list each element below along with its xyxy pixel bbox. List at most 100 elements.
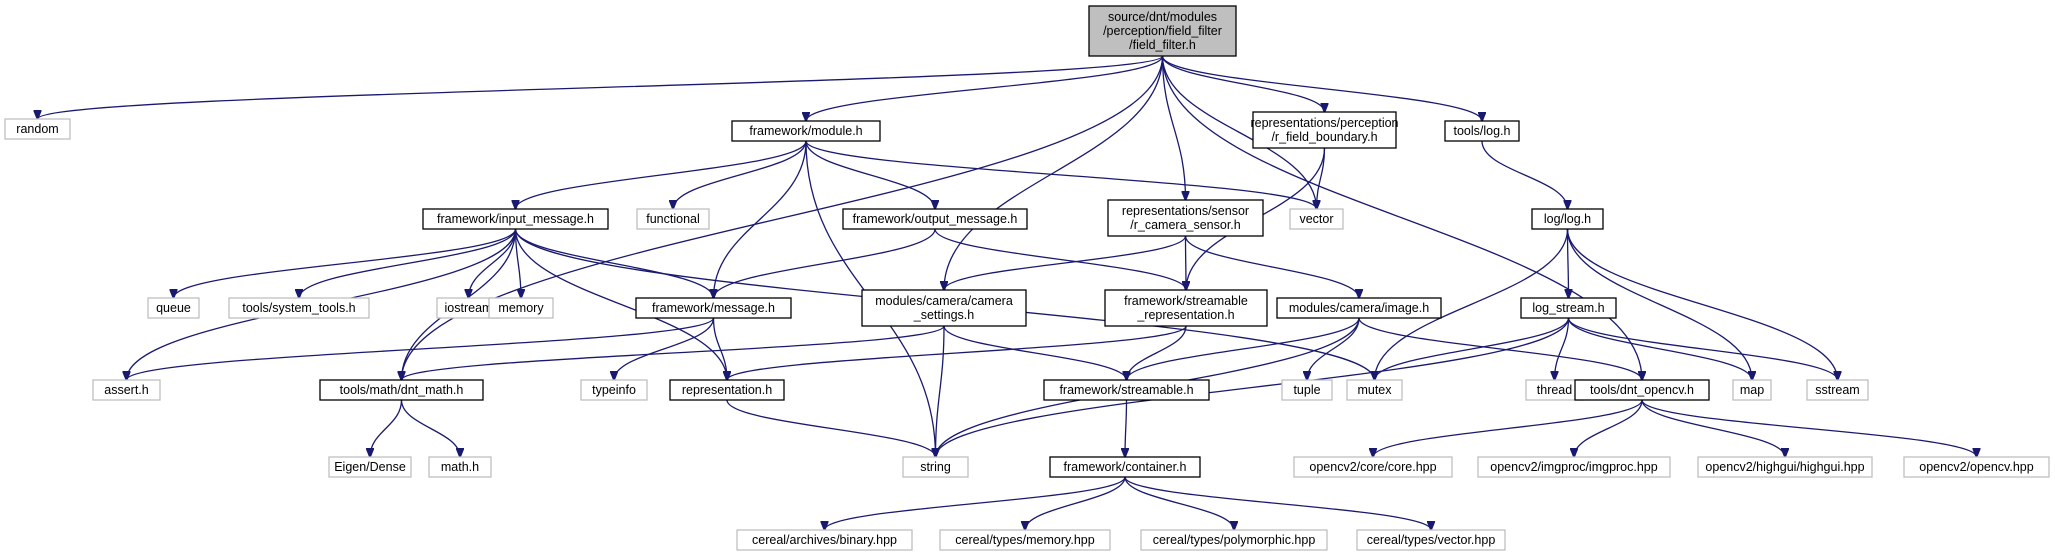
node-dntmath[interactable]: tools/math/dnt_math.h	[319, 379, 484, 401]
node-sstream-box	[1806, 379, 1869, 401]
edge-dntmath-to-eigen	[370, 399, 403, 457]
edge-module-to-output	[805, 140, 935, 209]
edge-image-to-dntcv	[1358, 317, 1642, 380]
node-input-label-line-0: framework/input_message.h	[437, 212, 594, 226]
node-rfb[interactable]: representations/perception/r_field_bound…	[1250, 111, 1399, 149]
node-cbinary: cereal/archives/binary.hpp	[736, 529, 913, 551]
node-vector-box	[1289, 208, 1344, 230]
node-cpoly: cereal/types/polymorphic.hpp	[1140, 529, 1328, 551]
node-dntmath-box	[319, 379, 484, 401]
node-container[interactable]: framework/container.h	[1049, 456, 1201, 478]
node-image-box	[1276, 297, 1442, 319]
node-loglog-label-line-0: log/log.h	[1544, 212, 1591, 226]
edge-loglog-to-mutex	[1375, 228, 1569, 380]
edge-input-to-memory	[514, 228, 522, 298]
edge-logstream-to-mutex	[1375, 317, 1570, 380]
node-string: string	[902, 456, 969, 478]
node-root[interactable]: source/dnt/modules/perception/field_filt…	[1088, 5, 1237, 57]
node-vector: vector	[1289, 208, 1344, 230]
node-cvimgproc-box	[1477, 456, 1671, 478]
edge-root-to-rfb	[1161, 55, 1325, 112]
edge-image-to-streamable	[1127, 317, 1360, 380]
edge-streamable-to-container	[1125, 399, 1127, 457]
node-module-label-line-0: framework/module.h	[749, 124, 862, 138]
node-mutex-box	[1346, 379, 1403, 401]
node-streamable-label-line-0: framework/streamable.h	[1059, 383, 1193, 397]
node-rfb-box	[1252, 111, 1397, 149]
node-loglog-box	[1531, 208, 1604, 230]
edge-input-to-queue	[174, 228, 517, 298]
node-assert-label-line-0: assert.h	[104, 383, 149, 397]
node-camset[interactable]: modules/camera/camera_settings.h	[861, 289, 1027, 327]
node-image-label-line-0: modules/camera/image.h	[1289, 301, 1429, 315]
node-sstream-label-line-0: sstream	[1815, 383, 1859, 397]
node-random-label-line-0: random	[16, 122, 58, 136]
edge-root-to-rcs	[1161, 55, 1186, 200]
node-cvcore-box	[1293, 456, 1453, 478]
node-root-label-line-2: /field_filter.h	[1129, 38, 1196, 52]
node-cmemory-box	[939, 529, 1111, 551]
node-assert: assert.h	[92, 379, 161, 401]
node-srep[interactable]: framework/streamable_representation.h	[1104, 289, 1268, 327]
node-dntcv[interactable]: tools/dnt_opencv.h	[1574, 379, 1710, 401]
node-cvector-box	[1356, 529, 1506, 551]
edge-input-to-iostream	[469, 228, 517, 298]
node-rcs[interactable]: representations/sensor/r_camera_sensor.h	[1107, 199, 1264, 237]
node-image[interactable]: modules/camera/image.h	[1276, 297, 1442, 319]
node-output[interactable]: framework/output_message.h	[842, 208, 1028, 230]
node-map-label-line-0: map	[1740, 383, 1764, 397]
node-representation-box	[669, 379, 785, 401]
node-log-box	[1444, 120, 1520, 142]
edge-message-to-typeinfo	[614, 317, 715, 380]
node-rfb-label-line-0: representations/perception	[1250, 116, 1398, 130]
edge-dntcv-to-cvopencv	[1641, 399, 1977, 457]
node-streamable[interactable]: framework/streamable.h	[1043, 379, 1210, 401]
edge-container-to-cmemory	[1025, 476, 1126, 530]
node-cvhighgui-box	[1697, 456, 1873, 478]
node-output-box	[842, 208, 1028, 230]
node-message[interactable]: framework/message.h	[635, 297, 792, 319]
node-logstream[interactable]: log_stream.h	[1520, 297, 1617, 319]
node-eigen: Eigen/Dense	[328, 456, 412, 478]
node-cvector-label-line-0: cereal/types/vector.hpp	[1367, 533, 1496, 547]
node-root-box	[1088, 5, 1237, 57]
node-cvector: cereal/types/vector.hpp	[1356, 529, 1506, 551]
edge-module-to-input	[516, 140, 807, 209]
node-cvimgproc: opencv2/imgproc/imgproc.hpp	[1477, 456, 1671, 478]
node-root-label-line-0: source/dnt/modules	[1108, 10, 1217, 24]
node-log[interactable]: tools/log.h	[1444, 120, 1520, 142]
edge-root-to-dntmath	[402, 55, 1164, 380]
node-systools-box	[228, 297, 370, 319]
node-eigen-label-line-0: Eigen/Dense	[334, 460, 406, 474]
node-rfb-label-line-1: /r_field_boundary.h	[1271, 130, 1377, 144]
edge-module-to-vector	[805, 140, 1317, 209]
node-representation[interactable]: representation.h	[669, 379, 785, 401]
node-module[interactable]: framework/module.h	[731, 120, 881, 142]
node-sstream: sstream	[1806, 379, 1869, 401]
edge-input-to-systools	[299, 228, 517, 298]
node-memory: memory	[488, 297, 554, 319]
node-iostream: iostream	[436, 297, 501, 319]
node-cvcore: opencv2/core/core.hpp	[1293, 456, 1453, 478]
edge-root-to-vector	[1161, 55, 1317, 209]
edge-root-to-log	[1161, 55, 1483, 121]
edge-container-to-cvector	[1124, 476, 1431, 530]
node-cbinary-label-line-0: cereal/archives/binary.hpp	[752, 533, 897, 547]
node-camset-box	[861, 289, 1027, 327]
node-cvhighgui-label-line-0: opencv2/highgui/highgui.hpp	[1705, 460, 1864, 474]
node-camset-label-line-0: modules/camera/camera	[875, 294, 1013, 308]
node-input[interactable]: framework/input_message.h	[422, 208, 609, 230]
node-streamable-box	[1043, 379, 1210, 401]
edge-container-to-cbinary	[825, 476, 1126, 530]
node-mutex: mutex	[1346, 379, 1403, 401]
node-typeinfo: typeinfo	[580, 379, 648, 401]
node-cpoly-box	[1140, 529, 1328, 551]
node-rcs-box	[1107, 199, 1264, 237]
edge-module-to-message	[714, 140, 807, 298]
node-string-box	[902, 456, 969, 478]
edge-root-to-module	[806, 55, 1164, 121]
node-loglog[interactable]: log/log.h	[1531, 208, 1604, 230]
node-representation-label-line-0: representation.h	[682, 383, 772, 397]
node-srep-box	[1104, 289, 1268, 327]
edge-loglog-to-sstream	[1566, 228, 1838, 380]
